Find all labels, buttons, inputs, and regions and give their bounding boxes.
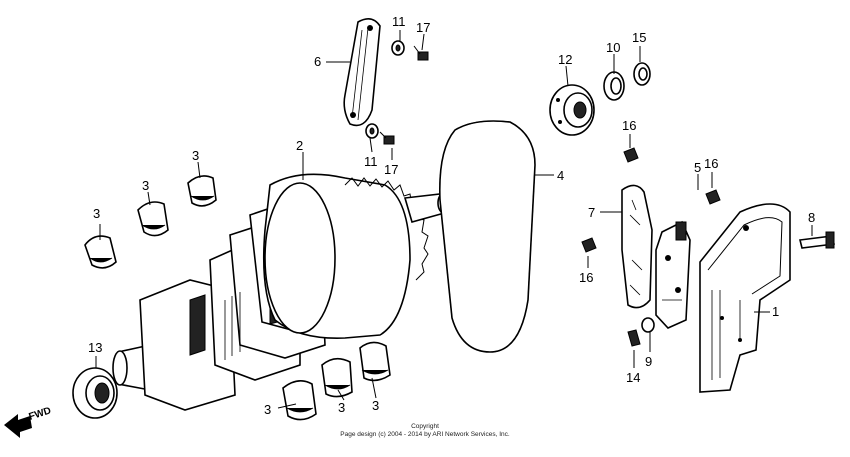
washer-11-top xyxy=(391,40,405,56)
copyright-line-1: Copyright xyxy=(411,423,439,430)
callout-11: 11 xyxy=(364,154,378,169)
callout-11: 11 xyxy=(392,14,406,29)
callout-3: 3 xyxy=(192,148,199,163)
bolt-8 xyxy=(799,231,835,249)
callout-14: 14 xyxy=(626,370,640,385)
callout-8: 8 xyxy=(808,210,815,225)
chain-guide-7 xyxy=(621,184,653,309)
callout-13: 13 xyxy=(88,340,102,355)
callout-10: 10 xyxy=(606,40,620,55)
callout-12: 12 xyxy=(558,52,572,67)
bolt-17-top xyxy=(413,45,429,61)
callout-4: 4 xyxy=(557,168,564,183)
leader-lines xyxy=(95,30,813,409)
washer-10 xyxy=(603,71,625,101)
circlip-15 xyxy=(633,62,651,86)
callout-6: 6 xyxy=(314,54,321,69)
cam-chain-4 xyxy=(438,120,536,353)
oil-seal-13 xyxy=(72,367,118,419)
washer-11-mid xyxy=(365,123,379,139)
arrow-left-icon xyxy=(4,414,32,438)
callout-labels: 1 2 3 3 3 3 3 3 4 5 6 7 8 9 10 11 11 12 … xyxy=(88,14,815,417)
bearing-12 xyxy=(549,84,595,136)
copyright-line-2: Page design (c) 2004 - 2014 by ARI Netwo… xyxy=(340,431,510,438)
fwd-arrow: FWD xyxy=(4,405,53,438)
bolt-16-c xyxy=(581,237,597,253)
bearing-shells-upper xyxy=(84,175,217,269)
callout-16: 16 xyxy=(579,270,593,285)
bolt-16-b xyxy=(705,189,721,205)
callout-2: 2 xyxy=(296,138,303,153)
callout-1: 1 xyxy=(772,304,779,319)
callout-3: 3 xyxy=(93,206,100,221)
copyright-notice: Copyright Page design (c) 2004 - 2014 by… xyxy=(340,423,510,438)
callout-3: 3 xyxy=(372,398,379,413)
washer-9 xyxy=(641,317,655,333)
callout-9: 9 xyxy=(645,354,652,369)
callout-15: 15 xyxy=(632,30,646,45)
callout-3: 3 xyxy=(338,400,345,415)
callout-5: 5 xyxy=(694,160,701,175)
callout-7: 7 xyxy=(588,205,595,220)
callout-16: 16 xyxy=(622,118,636,133)
bearing-shells-lower xyxy=(282,341,391,421)
bolt-17-mid xyxy=(379,131,395,145)
tensioner-arm-6 xyxy=(343,18,381,127)
pin-14 xyxy=(627,329,641,347)
callout-17: 17 xyxy=(384,162,398,177)
cover-1 xyxy=(699,203,791,393)
tensioner-5 xyxy=(655,220,691,329)
fwd-label: FWD xyxy=(28,405,53,423)
callout-16: 16 xyxy=(704,156,718,171)
callout-17: 17 xyxy=(416,20,430,35)
callout-3: 3 xyxy=(142,178,149,193)
bolt-16-a xyxy=(623,147,639,163)
crankshaft xyxy=(112,173,451,411)
callout-3: 3 xyxy=(264,402,271,417)
